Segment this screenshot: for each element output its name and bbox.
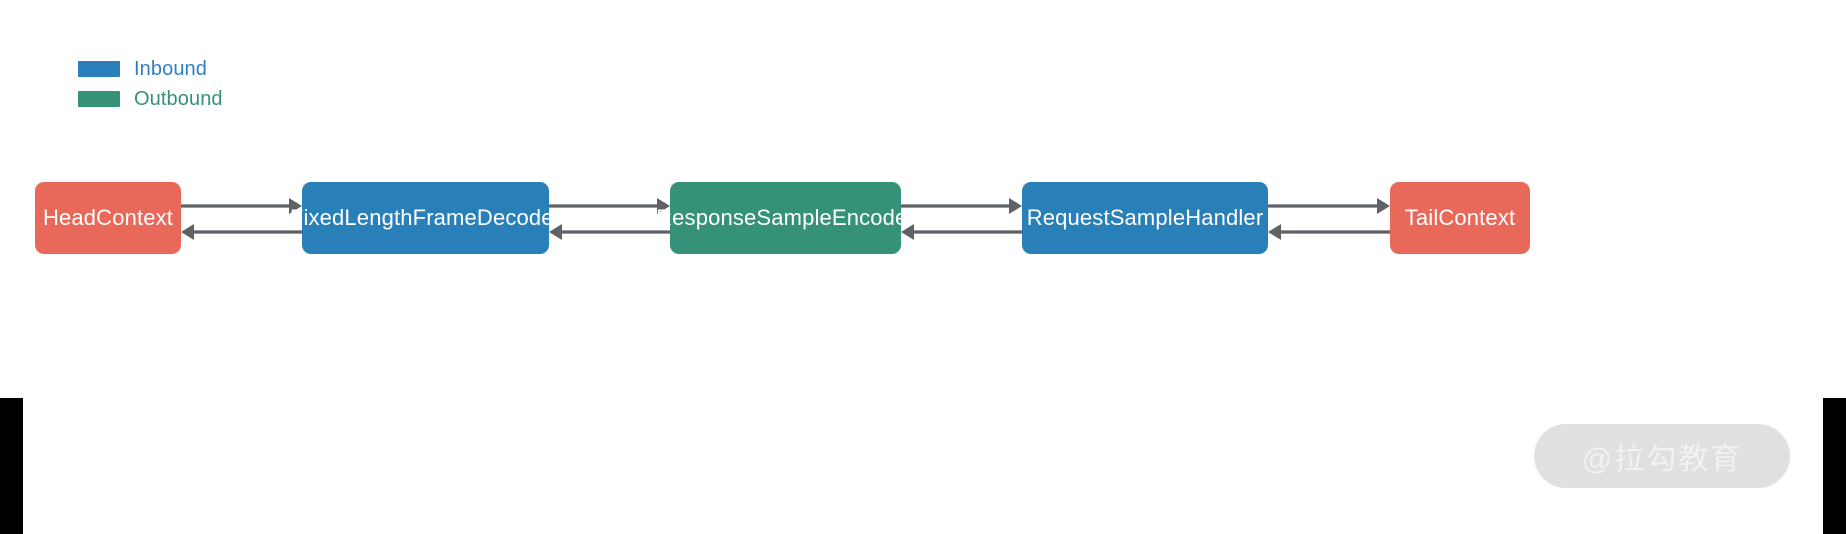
legend: Inbound Outbound: [78, 58, 223, 110]
node-request-sample-handler[interactable]: RequestSampleHandler: [1022, 182, 1268, 254]
node-response-sample-encoder[interactable]: ResponseSampleEncoder: [656, 182, 915, 254]
node-tail-context[interactable]: TailContext: [1390, 182, 1530, 254]
connection-head-to-decoder: [181, 182, 302, 254]
black-bar-bottom-left: [0, 398, 23, 534]
node-label-request-sample-handler: RequestSampleHandler: [1026, 205, 1264, 230]
connection-encoder-to-handler: [901, 182, 1022, 254]
node-fixed-length-frame-decoder[interactable]: FixedLengthFrameDecoder: [290, 182, 561, 254]
connection-decoder-to-encoder: [549, 182, 670, 254]
legend-swatch-inbound: [78, 61, 120, 77]
node-label-tail-context: TailContext: [1404, 205, 1516, 230]
legend-item-outbound: Outbound: [78, 88, 223, 110]
black-bar-right-edge: [1823, 398, 1846, 534]
legend-label-outbound: Outbound: [134, 88, 223, 110]
watermark-text: @拉勾教育: [1581, 443, 1743, 476]
legend-swatch-outbound: [78, 91, 120, 107]
node-label-response-sample-encoder: ResponseSampleEncoder: [656, 205, 915, 230]
node-label-head-context: HeadContext: [42, 205, 174, 230]
node-head-context[interactable]: HeadContext: [35, 182, 181, 254]
connection-handler-to-tail: [1268, 182, 1390, 254]
node-label-fixed-length-frame-decoder: FixedLengthFrameDecoder: [289, 205, 562, 230]
legend-item-inbound: Inbound: [78, 58, 223, 80]
watermark-badge: @拉勾教育: [1534, 424, 1790, 488]
legend-label-inbound: Inbound: [134, 58, 207, 80]
